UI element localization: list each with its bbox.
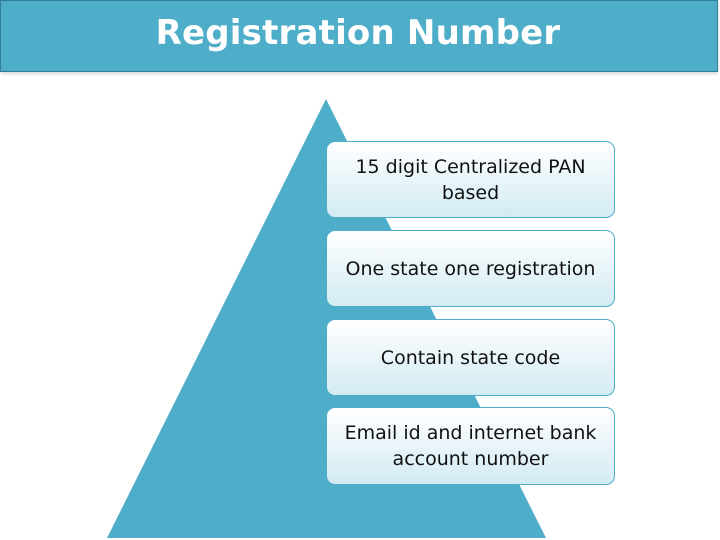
level-3-label: Contain state code bbox=[380, 346, 561, 369]
level-1-label: 15 digit Centralized PAN based bbox=[355, 155, 586, 204]
level-4-label: Email id and internet bank account numbe… bbox=[344, 422, 597, 470]
level-2-label: One state one registration bbox=[345, 257, 596, 280]
title-bar: Registration Number bbox=[0, 0, 718, 72]
pyramid-level-2: One state one registration bbox=[326, 230, 615, 307]
slide-title: Registration Number bbox=[155, 13, 561, 53]
pyramid-level-4: Email id and internet bank account numbe… bbox=[326, 407, 615, 485]
pyramid-level-1: 15 digit Centralized PAN based bbox=[326, 141, 615, 218]
pyramid-level-3: Contain state code bbox=[326, 319, 615, 396]
